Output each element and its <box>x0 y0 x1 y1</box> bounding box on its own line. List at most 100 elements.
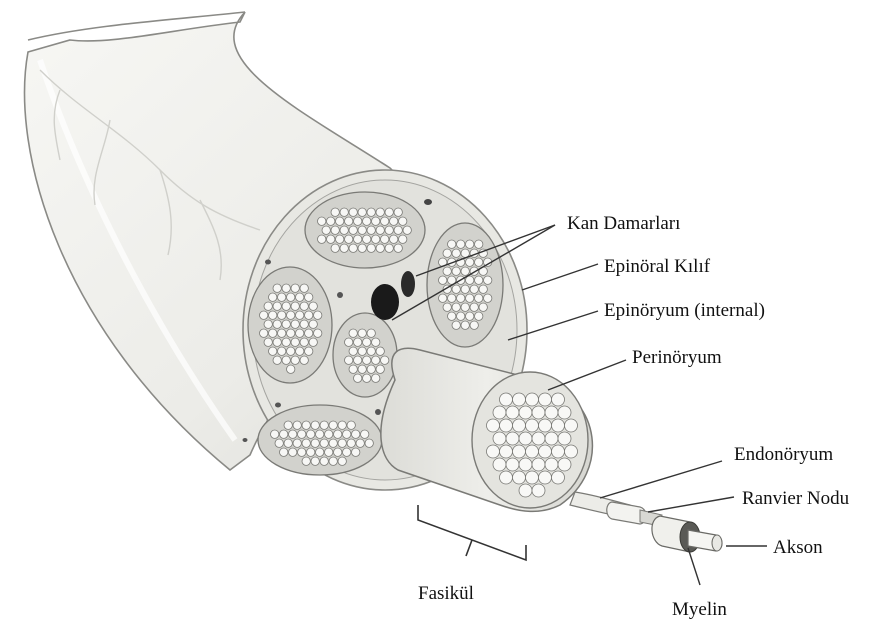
nerve-fiber <box>305 293 313 301</box>
nerve-fiber <box>291 356 299 364</box>
nerve-fiber <box>532 458 545 471</box>
nerve-fiber <box>309 338 317 346</box>
nerve-fiber <box>320 457 328 465</box>
nerve-fiber <box>457 312 465 320</box>
nerve-fiber <box>264 320 272 328</box>
nerve-fiber <box>381 217 389 225</box>
nerve-fiber <box>325 430 333 438</box>
nerve-fiber <box>273 320 281 328</box>
nerve-fiber <box>461 267 469 275</box>
nerve-fiber <box>291 320 299 328</box>
nerve-fiber <box>287 365 295 373</box>
nerve-fiber <box>271 430 279 438</box>
nerve-fiber <box>372 356 380 364</box>
nerve-fiber <box>448 294 456 302</box>
nerve-fiber <box>314 311 322 319</box>
nerve-fiber <box>461 303 469 311</box>
nerve-fiber <box>376 244 384 252</box>
nerve-fiber <box>316 448 324 456</box>
nerve-fiber <box>500 393 513 406</box>
nerve-fiber <box>385 208 393 216</box>
nerve-fiber <box>340 244 348 252</box>
nerve-fiber <box>343 448 351 456</box>
nerve-fiber <box>487 445 500 458</box>
nerve-fiber <box>532 432 545 445</box>
nerve-fiber <box>287 347 295 355</box>
nerve-fiber <box>345 338 353 346</box>
nerve-fiber <box>282 338 290 346</box>
nerve-fiber <box>278 329 286 337</box>
nerve-fiber <box>513 419 526 432</box>
label-kan-damarlari: Kan Damarları <box>567 213 680 234</box>
blood-vessel-tiny-6 <box>243 438 248 442</box>
nerve-fiber <box>349 208 357 216</box>
nerve-fiber <box>273 302 281 310</box>
nerve-fiber <box>336 235 344 243</box>
nerve-fiber <box>334 448 342 456</box>
nerve-fiber <box>280 430 288 438</box>
nerve-fiber <box>399 235 407 243</box>
blood-vessel-small <box>401 271 415 297</box>
nerve-fiber <box>484 276 492 284</box>
nerve-fiber <box>390 235 398 243</box>
nerve-fiber <box>300 284 308 292</box>
nerve-fiber <box>325 448 333 456</box>
nerve-fiber <box>367 365 375 373</box>
nerve-fiber <box>349 347 357 355</box>
nerve-fiber <box>452 249 460 257</box>
nerve-fiber <box>479 303 487 311</box>
nerve-fiber <box>506 432 519 445</box>
nerve-fiber <box>269 293 277 301</box>
nerve-fiber <box>331 208 339 216</box>
axon-tip <box>712 535 722 551</box>
nerve-fiber <box>385 244 393 252</box>
nerve-fiber <box>349 244 357 252</box>
nerve-fiber <box>500 419 513 432</box>
nerve-fiber <box>309 302 317 310</box>
nerve-fiber <box>289 430 297 438</box>
blood-vessel-tiny-4 <box>375 409 381 415</box>
nerve-fiber <box>358 208 366 216</box>
nerve-fiber <box>260 311 268 319</box>
nerve-fiber <box>365 439 373 447</box>
nerve-fiber <box>273 356 281 364</box>
nerve-fiber <box>338 439 346 447</box>
leader-ranvier-nodu <box>648 497 734 512</box>
nerve-fiber <box>322 226 330 234</box>
nerve-fiber <box>349 329 357 337</box>
nerve-fiber <box>500 471 513 484</box>
label-akson: Akson <box>773 537 823 558</box>
nerve-fiber <box>493 432 506 445</box>
nerve-fiber <box>439 276 447 284</box>
nerve-fiber <box>349 226 357 234</box>
nerve-fiber <box>287 293 295 301</box>
nerve-fiber <box>331 226 339 234</box>
nerve-fiber <box>526 393 539 406</box>
label-myelin: Myelin <box>672 599 727 620</box>
nerve-fiber <box>484 294 492 302</box>
nerve-fiber <box>345 217 353 225</box>
label-perinoryum: Perinöryum <box>632 347 722 368</box>
nerve-fiber <box>354 374 362 382</box>
nerve-fiber <box>552 393 565 406</box>
nerve-fiber <box>300 320 308 328</box>
nerve-fiber <box>329 421 337 429</box>
nerve-fiber <box>376 347 384 355</box>
nerve-fiber <box>545 406 558 419</box>
nerve-fiber <box>296 329 304 337</box>
nerve-fiber <box>519 484 532 497</box>
nerve-fiber <box>470 285 478 293</box>
nerve-fiber <box>298 430 306 438</box>
nerve-fiber <box>539 471 552 484</box>
blood-vessel-tiny-1 <box>424 199 432 205</box>
nerve-fiber <box>532 406 545 419</box>
nerve-fiber <box>466 294 474 302</box>
nerve-fiber <box>439 294 447 302</box>
nerve-fiber <box>443 249 451 257</box>
nerve-fiber <box>452 321 460 329</box>
nerve-fiber <box>284 421 292 429</box>
nerve-fiber <box>340 208 348 216</box>
nerve-fiber <box>309 320 317 328</box>
nerve-fiber <box>552 445 565 458</box>
nerve-fiber <box>372 217 380 225</box>
